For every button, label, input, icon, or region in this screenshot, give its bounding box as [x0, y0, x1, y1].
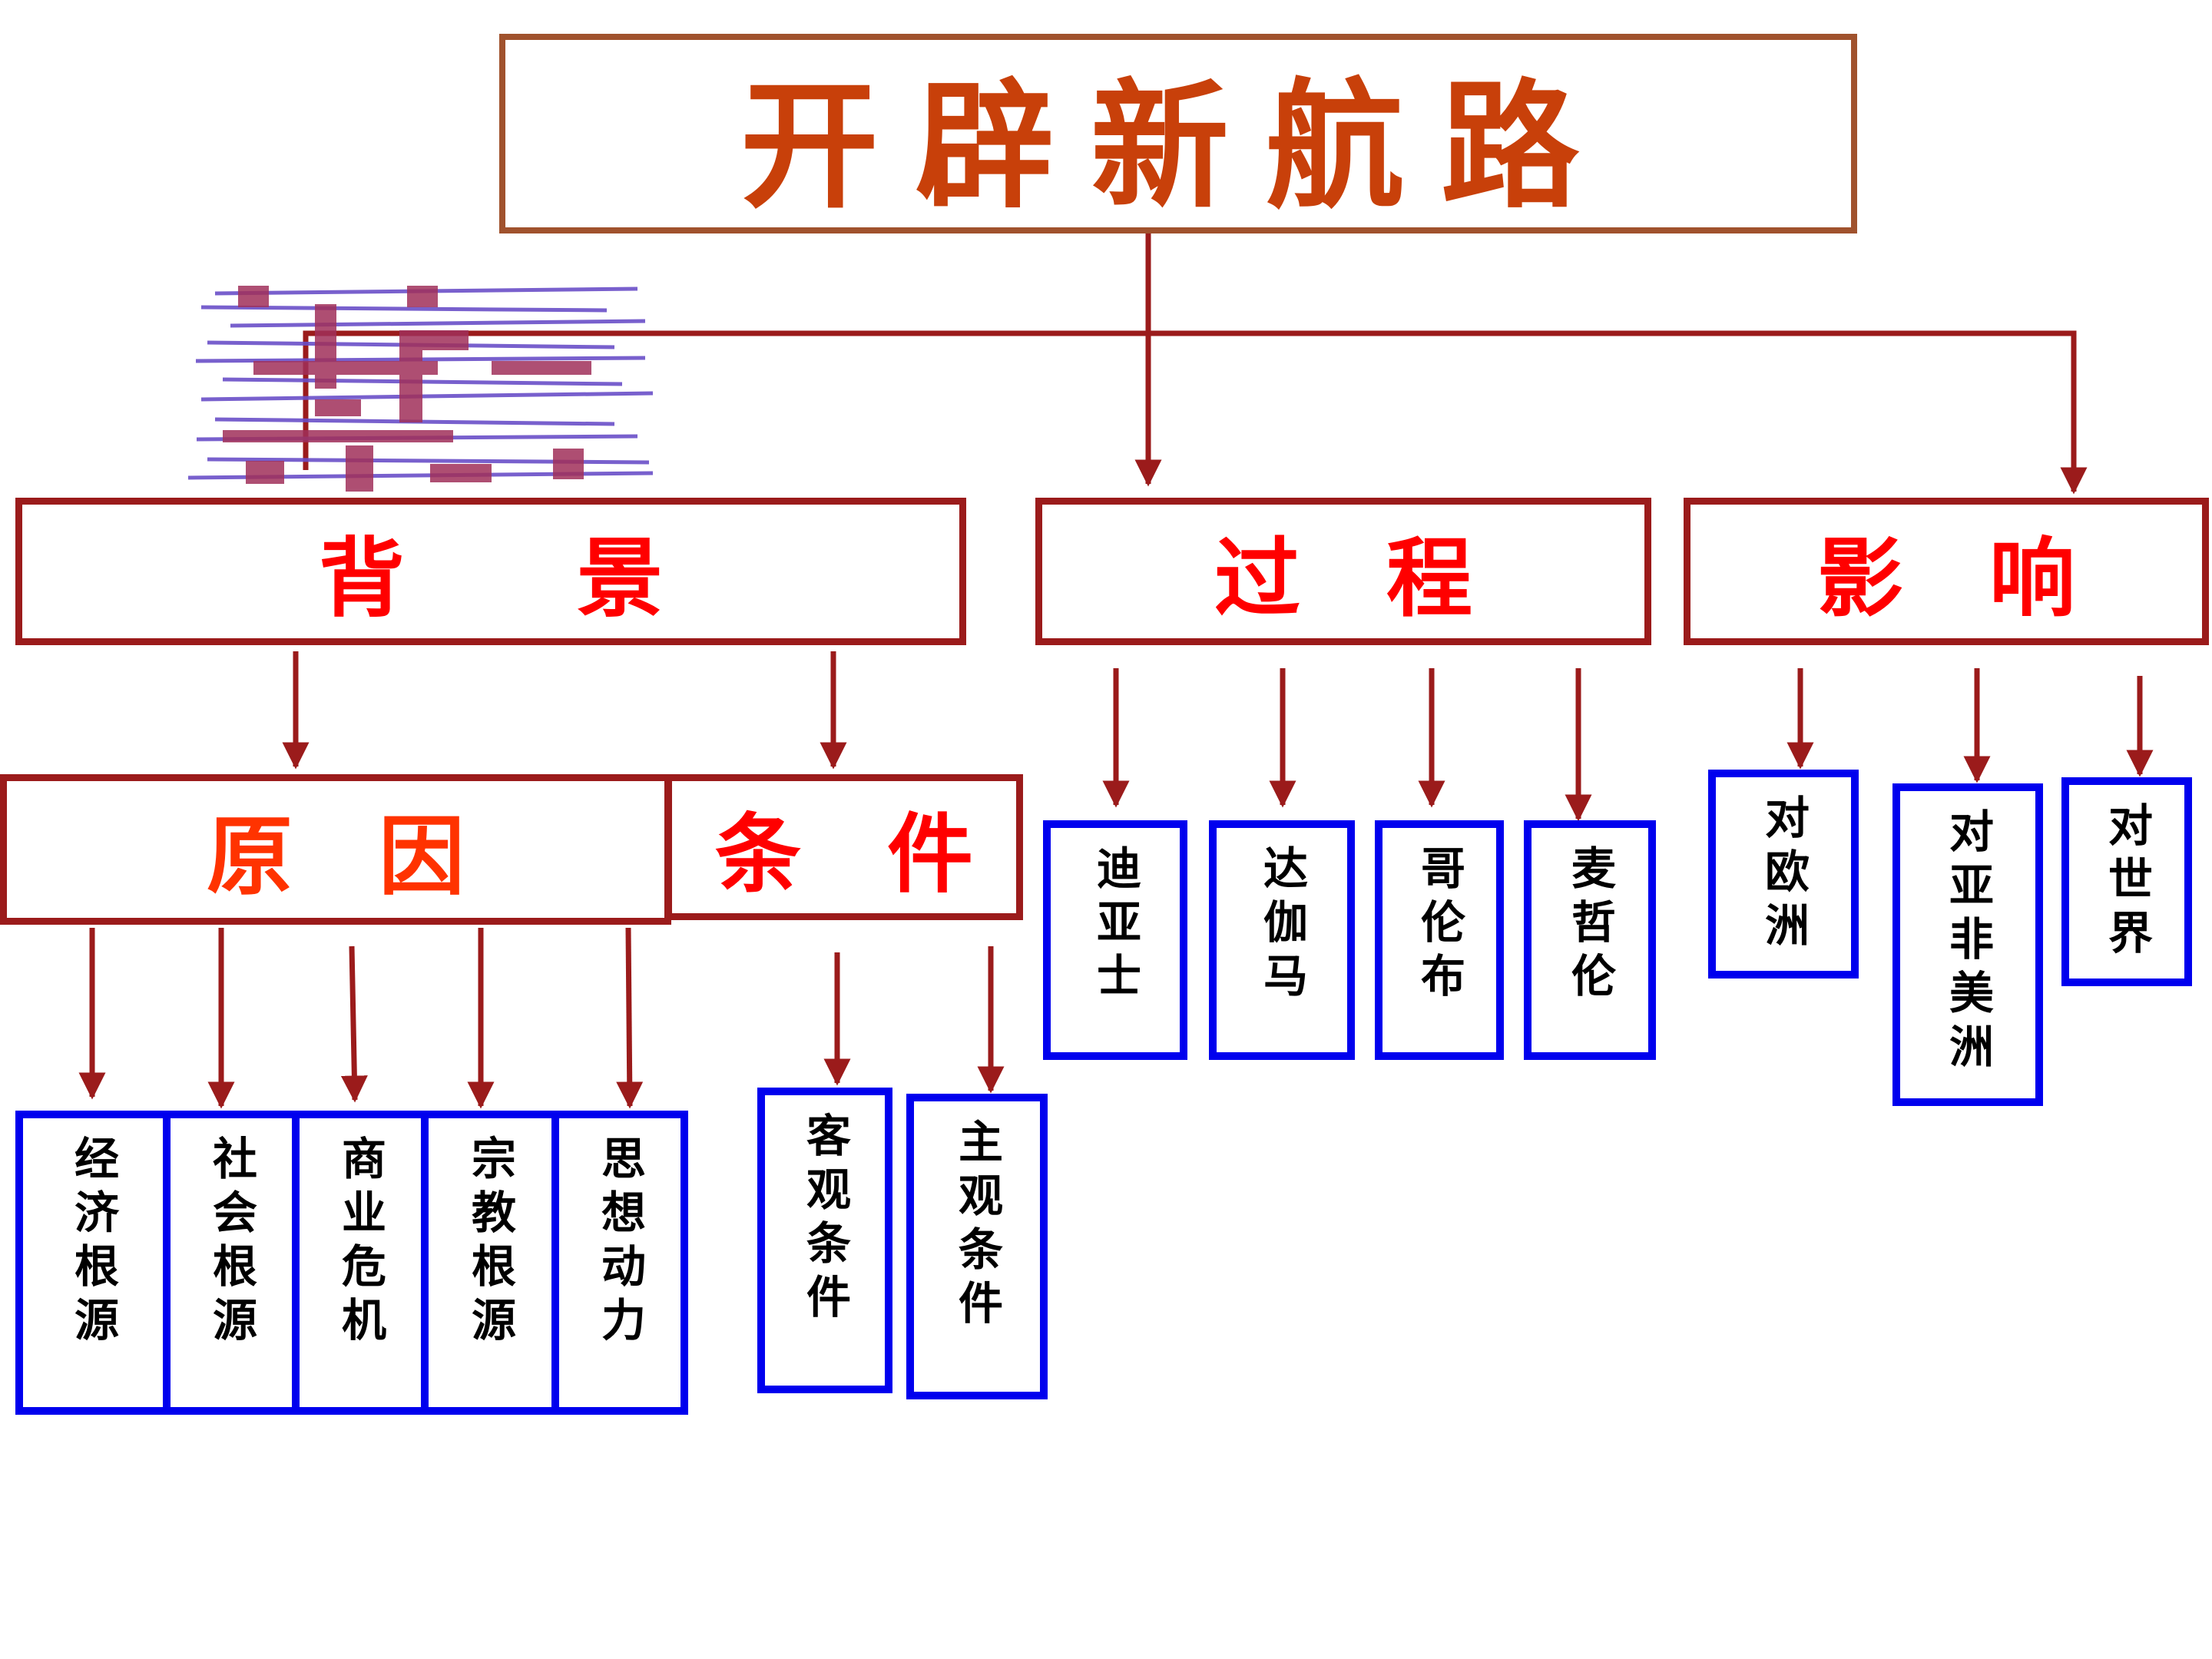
arrow-to-impact: [303, 330, 2088, 495]
leaf-label: 主观条件: [951, 1118, 1003, 1333]
subcategory-causes: 原 因: [0, 774, 671, 925]
leaf-label: 对欧洲: [1757, 794, 1810, 955]
category-background-label: 背 景: [319, 529, 663, 629]
leaf-commercial-crisis: 商业危机: [292, 1111, 429, 1415]
leaf-dias: 迪亚士: [1043, 820, 1187, 1060]
leaf-objective-conditions: 客观条件: [757, 1088, 892, 1393]
category-impact: 影 响: [1684, 498, 2209, 645]
leaf-columbus: 哥伦布: [1375, 820, 1504, 1060]
leaf-impact-europe: 对欧洲: [1708, 770, 1859, 979]
leaf-impact-world: 对世界: [2061, 777, 2192, 986]
leaf-da-gama: 达伽马: [1209, 820, 1355, 1060]
leaf-impact-afro-asia-america: 对亚非美洲: [1892, 783, 2043, 1106]
leaf-label: 客观条件: [799, 1112, 851, 1327]
leaf-subjective-conditions: 主观条件: [906, 1094, 1048, 1399]
title-box: 开辟新航路: [499, 34, 1857, 233]
category-background: 背 景: [15, 498, 966, 645]
leaf-label: 宗教根源: [464, 1135, 516, 1350]
leaf-magellan: 麦哲伦: [1524, 820, 1656, 1060]
diagram-title: 开辟新航路: [740, 66, 1616, 227]
leaf-label: 商业危机: [334, 1135, 386, 1350]
leaf-label: 麦哲伦: [1564, 845, 1616, 1006]
leaf-label: 对亚非美洲: [1942, 808, 1994, 1077]
subcategory-conditions: 条 件: [665, 774, 1023, 920]
leaf-economic-root: 经济根源: [15, 1111, 171, 1415]
leaf-label: 社会根源: [205, 1135, 257, 1350]
leaf-label: 哥伦布: [1413, 845, 1465, 1006]
leaf-religious-root: 宗教根源: [421, 1111, 559, 1415]
category-process: 过 程: [1035, 498, 1651, 645]
category-impact-label: 影 响: [1817, 529, 2075, 629]
subcategory-causes-label: 原 因: [207, 807, 465, 907]
leaf-label: 思想动力: [594, 1135, 646, 1350]
leaf-social-root: 社会根源: [163, 1111, 300, 1415]
leaf-label: 对世界: [2101, 802, 2153, 963]
subcategory-conditions-label: 条 件: [715, 805, 973, 905]
arrow-cause-5: [616, 927, 644, 1109]
arrow-cause-3: [340, 945, 368, 1103]
category-process-label: 过 程: [1214, 529, 1472, 629]
leaf-ideological-drive: 思想动力: [551, 1111, 688, 1415]
leaf-label: 达伽马: [1256, 845, 1308, 1006]
leaf-label: 经济根源: [67, 1135, 119, 1350]
leaf-label: 迪亚士: [1089, 845, 1141, 1006]
